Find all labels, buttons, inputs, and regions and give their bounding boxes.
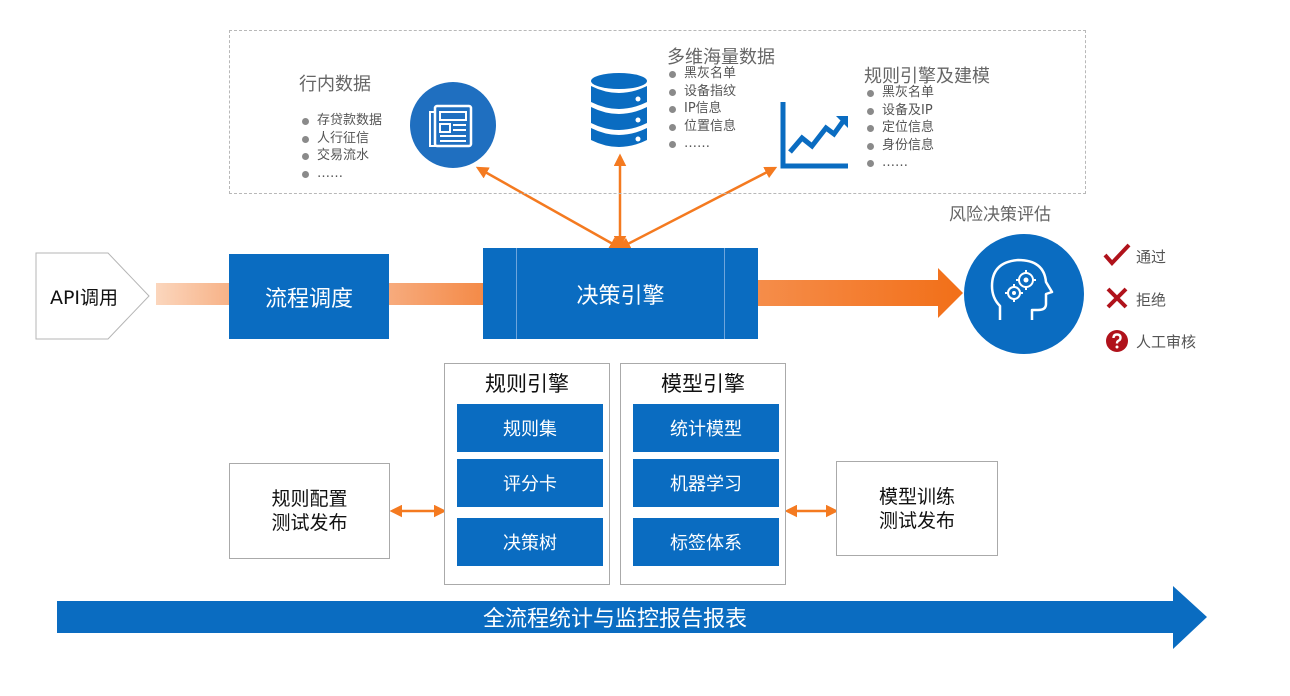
list-item: …… [667,135,736,153]
list-item: 设备及IP [865,102,934,120]
list-item: 人行征信 [300,130,382,148]
model-training-box: 模型训练 测试发布 [836,461,998,556]
connector-engine-to-bank-data [475,166,623,250]
engine-divider-left [516,248,517,339]
rule-config-box: 规则配置 测试发布 [229,463,390,559]
report-arrow-label: 全流程统计与监控报告报表 [482,607,747,632]
trend-chart-icon [778,98,852,170]
list-item: IP信息 [667,100,736,118]
rule-engine-panel: 规则引擎 规则集 评分卡 决策树 [444,363,610,585]
list-item: …… [300,165,382,183]
list-item: 定位信息 [865,119,934,137]
list-item: 位置信息 [667,118,736,136]
tag-system-label: 标签体系 [670,533,742,554]
list-item: …… [865,154,934,172]
list-item: 黑灰名单 [667,65,736,83]
list-item: 设备指纹 [667,83,736,101]
source-list-mass-data: 黑灰名单 设备指纹 IP信息 位置信息 …… [667,65,736,153]
rule-config-line2: 测试发布 [271,512,348,534]
source-title-mass-data: 多维海量数据 [667,47,775,68]
decision-engine-label: 决策引擎 [576,283,665,309]
report-arrow-shape [57,586,1207,649]
rule-engine-title: 规则引擎 [485,372,569,396]
machine-learning-label: 机器学习 [670,474,742,495]
cross-icon [1106,287,1128,309]
outcome-manual-review-label: 人工审核 [1136,333,1197,351]
model-training-line2: 测试发布 [878,509,955,532]
flow-band-2 [389,283,484,305]
model-engine-title: 模型引擎 [661,372,745,396]
rule-config-line1: 规则配置 [271,488,348,510]
list-item: 黑灰名单 [865,84,934,102]
model-training-line1: 模型训练 [878,485,955,508]
outcome-reject-label: 拒绝 [1136,291,1167,309]
process-scheduler-box: 流程调度 [229,254,389,339]
risk-evaluation-title: 风险决策评估 [949,205,1051,225]
source-list-bank-data: 存贷款数据 人行征信 交易流水 …… [300,112,382,182]
decision-engine-box: 决策引擎 [483,248,758,339]
list-item: 存贷款数据 [300,112,382,130]
question-icon [1105,329,1129,353]
scorecard-box: 评分卡 [457,459,603,507]
check-icon [1103,243,1131,267]
engine-divider-right [724,248,725,339]
machine-learning-box: 机器学习 [633,459,779,507]
tag-system-box: 标签体系 [633,518,779,566]
newspaper-icon [410,82,496,168]
flow-band-1 [156,283,230,305]
api-call-shape [35,252,150,340]
api-call-label: API调用 [49,286,119,309]
connector-engine-to-rule-model [617,166,778,250]
brain-gears-icon [964,234,1084,354]
data-sources-panel [229,30,1086,194]
decision-tree-box: 决策树 [457,518,603,566]
list-item: 身份信息 [865,137,934,155]
source-title-bank-data: 行内数据 [299,74,371,95]
source-list-rule-model: 黑灰名单 设备及IP 定位信息 身份信息 …… [865,84,934,172]
list-item: 交易流水 [300,147,382,165]
database-icon [588,72,650,150]
rule-set-label: 规则集 [503,419,557,440]
flow-band-arrow [758,268,963,318]
process-scheduler-label: 流程调度 [264,286,353,312]
statistical-model-label: 统计模型 [670,419,742,440]
decision-tree-label: 决策树 [503,533,557,554]
outcome-pass-label: 通过 [1136,248,1167,266]
statistical-model-box: 统计模型 [633,404,779,452]
scorecard-label: 评分卡 [503,474,557,495]
source-title-rule-model: 规则引擎及建模 [864,66,990,87]
model-engine-panel: 模型引擎 统计模型 机器学习 标签体系 [620,363,786,585]
rule-set-box: 规则集 [457,404,603,452]
